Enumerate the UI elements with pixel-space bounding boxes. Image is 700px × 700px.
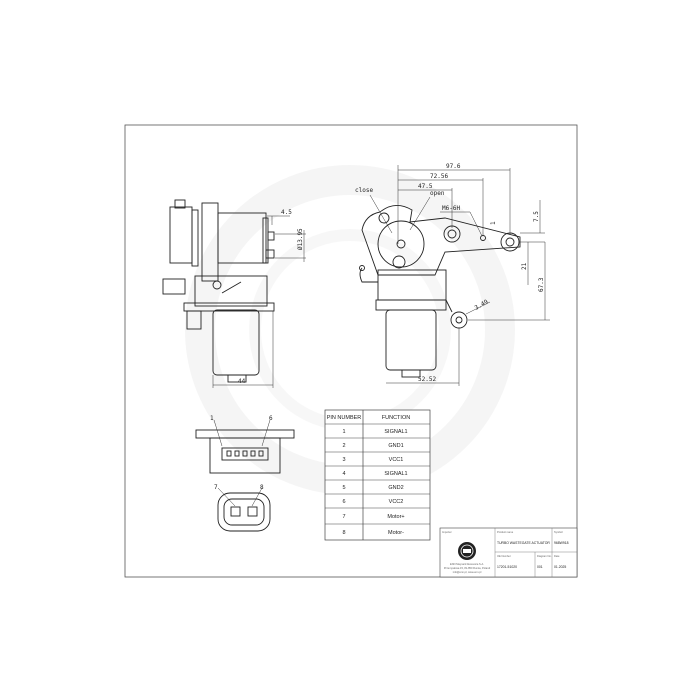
pin-function: GND1 [388,443,403,449]
dim-47-5: 47.5 [418,183,433,190]
importer-line: ENN Maynard Akcesoria S.A. [450,562,484,566]
pin-label-8: 8 [260,484,264,491]
drawing-frame [124,124,578,578]
label-close: close [355,187,373,194]
pin-function: GND2 [388,485,403,491]
product-name-label: Product name [497,530,514,534]
pin-function: Motor- [388,530,404,536]
dim-97-6: 97.6 [446,163,461,170]
dim-diameter: Ø13.95 [297,228,304,250]
dim-52-52: 52.52 [418,376,436,383]
side-view: 44 4.5 Ø13.95 [162,199,306,388]
company-logo [458,542,476,560]
importer-line: info@enn.pl, www.enn.pl [453,570,482,574]
dim-thread: M6-6H [442,205,460,212]
dim-7-5: 7.5 [533,211,540,222]
pin-function: VCC1 [389,457,404,463]
pin-number: 3 [342,457,345,463]
importer-line: Przemysłowa 15, 81-850 Rumia, Poland [444,566,491,570]
pin-number: 5 [342,485,345,491]
oe-number: 17201-51020 [497,565,517,569]
title-block: Importer ENN Maynard Akcesoria S.A. Prze… [439,527,578,578]
diagram-number: 001 [537,565,543,569]
dim-offset: 4.5 [281,209,292,216]
label-open: open [430,190,445,197]
pin-function: SIGNAL1 [384,429,407,435]
symbol-label: Symbol [554,530,563,534]
pin-number: 7 [342,514,345,520]
pin-label-1: 1 [210,415,214,422]
pin-number: 8 [342,530,345,536]
date: 01.2025 [554,565,566,569]
pin-number: 2 [342,443,345,449]
diagram-label: Diagram No. [537,554,552,558]
dim-67-3: 67.3 [538,277,545,292]
connector-front-view: 7 8 [214,484,271,532]
symbol: 968W918 [554,541,569,545]
dim-72-56: 72.56 [430,173,448,180]
dim-21: 21 [521,262,528,270]
importer-label: Importer [442,530,452,534]
pin-number: 1 [342,429,345,435]
product-name: TURBO WASTEGATE ACTUATOR [497,541,550,545]
pin-number: 6 [342,499,345,505]
dim-1: 1 [490,221,497,225]
pin-label-7: 7 [214,484,218,491]
header-pin-number: PIN NUMBER [327,415,362,421]
pin-table: PIN NUMBER FUNCTION 1 SIGNAL1 2 GND1 3 V… [324,409,431,541]
pin-function: SIGNAL1 [384,471,407,477]
pin-label-6: 6 [269,415,273,422]
connector-top-view: 1 6 [195,415,295,474]
oe-label: OE Number [497,554,511,558]
date-label: Date [554,554,560,558]
pin-function: VCC2 [389,499,404,505]
header-function: FUNCTION [382,415,410,421]
pin-function: Motor+ [387,514,404,520]
pin-number: 4 [342,471,345,477]
dim-width-44: 44 [238,378,246,385]
